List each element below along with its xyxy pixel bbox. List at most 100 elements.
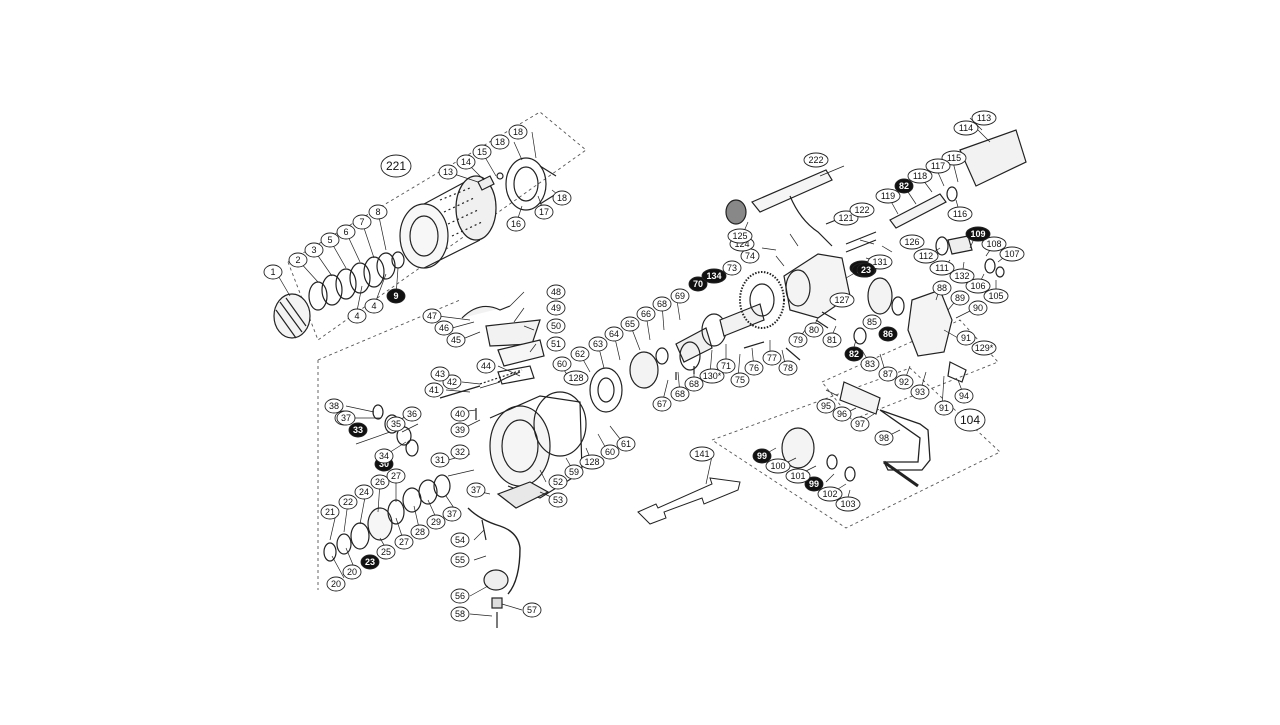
callout-label: 50 [551, 321, 561, 331]
callout-label: 35 [391, 419, 401, 429]
callout-label: 90 [973, 303, 983, 313]
part-callout-61: 61 [616, 436, 636, 452]
callout-bubble [894, 374, 914, 390]
callout-label: 18 [495, 137, 505, 147]
callout-label: 87 [883, 369, 893, 379]
part-callout-36: 36 [402, 406, 422, 422]
part-callout-109: 109 [965, 226, 991, 242]
callout-label: 2 [295, 255, 300, 265]
callout-bubble [364, 298, 384, 314]
callout-label: 68 [689, 379, 699, 389]
callout-label: 112 [919, 251, 933, 261]
part-callout-59: 59 [564, 464, 584, 480]
callout-bubble [817, 486, 843, 502]
callout-bubble [947, 206, 973, 222]
pinion-gear-parts [589, 327, 713, 413]
part-callout-31: 31 [430, 452, 450, 468]
callout-bubble [636, 306, 656, 322]
part-callout-118: 118 [907, 168, 933, 184]
part-callout-103: 103 [835, 496, 861, 512]
callout-label: 71 [721, 361, 731, 371]
callout-bubble [386, 468, 406, 484]
part-callout-83: 83 [860, 356, 880, 372]
callout-bubble [684, 376, 704, 392]
callout-label: 18 [557, 193, 567, 203]
callout-bubble [765, 458, 791, 474]
callout-bubble [878, 366, 898, 382]
callout-label: 37 [341, 413, 351, 423]
callout-label: 53 [553, 495, 563, 505]
part-callout-134: 134 [701, 268, 727, 284]
callout-label: 127 [834, 295, 849, 305]
callout-label: 111 [935, 263, 949, 273]
callout-bubble [670, 386, 690, 402]
callout-label: 25 [381, 547, 391, 557]
callout-bubble [867, 254, 893, 270]
callout-bubble [472, 144, 492, 160]
callout-bubble [450, 406, 470, 422]
callout-bubble [954, 388, 974, 404]
callout-label: 28 [415, 527, 425, 537]
bail-wire [467, 507, 521, 628]
side-gear-parts [853, 277, 967, 383]
callout-bubble [971, 340, 997, 356]
part-callout-121: 121 [833, 210, 859, 226]
part-callout-25: 25 [376, 544, 396, 560]
callout-label: 29 [431, 517, 441, 527]
part-callout-34: 34 [374, 448, 394, 464]
callout-bubble [324, 398, 344, 414]
part-callout-58: 58 [450, 606, 470, 622]
callout-label: 108 [986, 239, 1001, 249]
callout-bubble [822, 332, 842, 348]
callout-label: 132 [954, 271, 969, 281]
callout-label: 131 [872, 257, 887, 267]
callout-bubble [874, 430, 894, 446]
part-callout-119: 119 [875, 188, 901, 204]
callout-bubble [450, 606, 470, 622]
part-callout-115: 115 [941, 150, 967, 166]
callout-bubble [424, 382, 444, 398]
callout-label: 81 [827, 335, 837, 345]
part-callout-57: 57 [522, 602, 542, 618]
callout-bubble [434, 320, 454, 336]
part-callout-116: 116 [947, 206, 973, 222]
callout-bubble [450, 422, 470, 438]
part-callout-126: 126 [899, 234, 925, 250]
part-callout-65: 65 [620, 316, 640, 332]
callout-label: 60 [605, 447, 615, 457]
callout-bubble [430, 366, 450, 382]
callout-bubble [913, 248, 939, 264]
part-callout-82: 82 [894, 178, 914, 194]
part-callout-48: 48 [546, 284, 566, 300]
callout-label: 4 [354, 311, 359, 321]
callout-label: 33 [353, 425, 363, 435]
part-callout-20: 20 [342, 564, 362, 580]
part-callout-108: 108 [981, 236, 1007, 252]
callout-label: 26 [375, 477, 385, 487]
callout-bubble [506, 216, 526, 232]
part-callout-63: 63 [588, 336, 608, 352]
callout-label: 47 [427, 311, 437, 321]
callout-label: 114 [959, 123, 973, 133]
part-callout-21: 21 [320, 504, 340, 520]
callout-label: 60 [557, 359, 567, 369]
callout-label: 122 [854, 205, 869, 215]
callout-bubble [778, 360, 798, 376]
callout-label: 97 [855, 419, 865, 429]
part-callout-33: 33 [348, 422, 368, 438]
callout-label: 68 [675, 389, 685, 399]
callout-label: 82 [849, 349, 859, 359]
part-callout-47: 47 [422, 308, 442, 324]
rotor-cover [496, 481, 550, 509]
callout-label: 15 [477, 147, 487, 157]
callout-label: 118 [913, 171, 927, 181]
callout-bubble [564, 464, 584, 480]
callout-bubble [932, 280, 952, 296]
callout-bubble [670, 288, 690, 304]
part-callout-101: 101 [785, 468, 811, 484]
part-callout-18: 18 [552, 190, 572, 206]
callout-bubble [336, 410, 356, 426]
callout-label: 46 [439, 323, 449, 333]
callout-bubble [949, 268, 975, 284]
callout-label: 117 [931, 161, 945, 171]
